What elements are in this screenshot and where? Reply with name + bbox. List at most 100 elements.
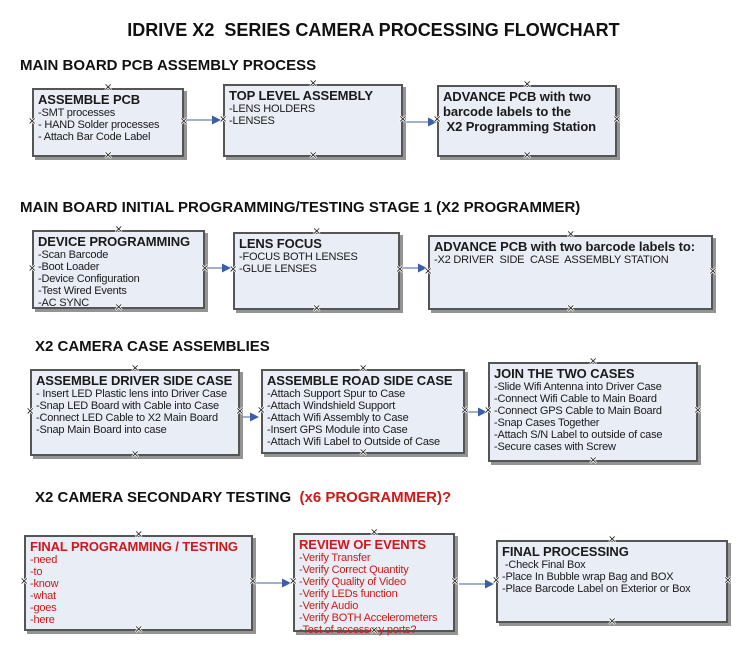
connection-handle-left[interactable]: × bbox=[229, 264, 238, 275]
connection-handle-left[interactable]: × bbox=[28, 262, 37, 274]
connection-handle-left[interactable]: × bbox=[484, 405, 493, 416]
list-item: -need bbox=[30, 554, 58, 566]
box-top-level-assembly[interactable]: TOP LEVEL ASSEMBLY -LENS HOLDERS -LENSES… bbox=[219, 79, 407, 161]
list-item: -GLUE LENSES bbox=[239, 263, 317, 275]
connection-handle-bottom[interactable]: × bbox=[589, 455, 598, 466]
connection-handle-left[interactable]: × bbox=[492, 574, 501, 586]
connection-handle-right[interactable]: × bbox=[450, 575, 459, 587]
connection-handle-right[interactable]: × bbox=[248, 576, 257, 587]
connection-handle-top[interactable]: × bbox=[359, 363, 368, 374]
connector-arrow[interactable] bbox=[459, 579, 494, 589]
connection-handle-top[interactable]: × bbox=[589, 356, 598, 367]
box-title: JOIN THE TWO CASES bbox=[494, 366, 635, 381]
connection-handle-right[interactable]: × bbox=[235, 405, 244, 417]
box-assemble-pcb[interactable]: ASSEMBLE PCB -SMT processes - HAND Solde… bbox=[28, 83, 188, 161]
connection-handle-bottom[interactable]: × bbox=[104, 150, 113, 161]
connection-handle-left[interactable]: × bbox=[433, 114, 442, 125]
connection-handle-right[interactable]: × bbox=[723, 574, 732, 586]
box-join-the-two-cases[interactable]: JOIN THE TWO CASES -Slide Wifi Antenna i… bbox=[484, 357, 702, 466]
connection-handle-top[interactable]: × bbox=[566, 229, 575, 240]
connection-handle-left[interactable]: × bbox=[26, 405, 35, 417]
arrow-head-icon bbox=[212, 115, 221, 125]
connection-handle-top[interactable]: × bbox=[134, 529, 143, 540]
box-title: DEVICE PROGRAMMING bbox=[38, 234, 191, 249]
connection-handle-top[interactable]: × bbox=[131, 363, 140, 374]
box-lens-focus[interactable]: LENS FOCUS -FOCUS BOTH LENSES -GLUE LENS… bbox=[229, 227, 404, 314]
list-item: -Attach Support Spur to Case bbox=[267, 388, 406, 400]
list-item: - Insert LED Plastic lens into Driver Ca… bbox=[36, 388, 227, 400]
connection-handle-left[interactable]: × bbox=[219, 113, 228, 125]
connection-handle-top[interactable]: × bbox=[114, 224, 123, 235]
connection-handle-top[interactable]: × bbox=[370, 527, 379, 538]
list-item: -LENS HOLDERS bbox=[229, 103, 316, 115]
connection-handle-right[interactable]: × bbox=[460, 404, 469, 416]
arrow-head-icon bbox=[428, 117, 437, 127]
box-title: LENS FOCUS bbox=[239, 236, 322, 251]
connection-handle-right[interactable]: × bbox=[693, 405, 702, 416]
connection-handle-top[interactable]: × bbox=[608, 534, 617, 545]
connection-handle-bottom[interactable]: × bbox=[608, 616, 617, 627]
connection-handle-bottom[interactable]: × bbox=[566, 303, 575, 314]
box-title: FINAL PROCESSING bbox=[502, 544, 629, 559]
box-advance-pcb-programming-station[interactable]: ADVANCE PCB with two barcode labels to t… bbox=[433, 80, 621, 161]
connection-handle-right[interactable]: × bbox=[612, 114, 621, 125]
list-item: -Secure cases with Screw bbox=[494, 441, 616, 453]
list-item: -AC SYNC bbox=[38, 297, 89, 309]
list-item: -Attach Wifi Assembly to Case bbox=[267, 412, 409, 424]
connector-arrow[interactable] bbox=[208, 263, 231, 273]
connection-handle-right[interactable]: × bbox=[708, 265, 717, 277]
section-heading-secondary-testing-red: (x6 PROGRAMMER)? bbox=[295, 489, 452, 506]
connector-arrow[interactable] bbox=[406, 117, 437, 127]
connection-handle-right[interactable]: × bbox=[395, 264, 404, 275]
connection-handle-left[interactable]: × bbox=[424, 265, 433, 277]
connection-handle-bottom[interactable]: × bbox=[359, 447, 368, 458]
section-heading-secondary-testing-black: X2 CAMERA SECONDARY TESTING bbox=[35, 489, 296, 506]
box-title: ASSEMBLE DRIVER SIDE CASE bbox=[36, 373, 233, 388]
connection-handle-bottom[interactable]: × bbox=[309, 150, 318, 161]
connection-handle-bottom[interactable]: × bbox=[134, 624, 143, 635]
connection-handle-left[interactable]: × bbox=[257, 404, 266, 416]
connector-arrow[interactable] bbox=[468, 407, 487, 417]
connection-handle-bottom[interactable]: × bbox=[131, 449, 140, 460]
box-assemble-road-side-case[interactable]: ASSEMBLE ROAD SIDE CASE -Attach Support … bbox=[257, 364, 469, 458]
connector-arrow[interactable] bbox=[243, 412, 259, 422]
box-advance-pcb-driver-side-station[interactable]: ADVANCE PCB with two barcode labels to: … bbox=[424, 230, 717, 314]
box-title: TOP LEVEL ASSEMBLY bbox=[229, 88, 373, 103]
box-title: ADVANCE PCB with two bbox=[443, 89, 591, 104]
list-item: -Snap Main Board into case bbox=[36, 424, 167, 436]
list-item: -FOCUS BOTH LENSES bbox=[239, 251, 358, 263]
box-assemble-driver-side-case[interactable]: ASSEMBLE DRIVER SIDE CASE - Insert LED P… bbox=[26, 364, 244, 460]
box-final-processing[interactable]: FINAL PROCESSING -Check Final Box -Place… bbox=[492, 535, 732, 627]
connection-handle-bottom[interactable]: × bbox=[523, 150, 532, 161]
connection-handle-top[interactable]: × bbox=[104, 82, 113, 93]
connection-handle-right[interactable]: × bbox=[200, 262, 209, 274]
connection-handle-top[interactable]: × bbox=[312, 226, 321, 237]
box-review-of-events[interactable]: REVIEW OF EVENTS -Verify Transfer -Verif… bbox=[289, 528, 459, 637]
connection-handle-top[interactable]: × bbox=[523, 79, 532, 90]
box-device-programming[interactable]: DEVICE PROGRAMMING -Scan Barcode -Boot L… bbox=[28, 225, 209, 313]
connector-arrow[interactable] bbox=[256, 578, 291, 588]
connection-handle-bottom[interactable]: × bbox=[114, 302, 123, 313]
list-item: -what bbox=[30, 590, 56, 602]
list-item: -Verify Correct Quantity bbox=[299, 564, 409, 576]
connector-arrow[interactable] bbox=[402, 263, 427, 273]
connection-handle-left[interactable]: × bbox=[20, 576, 29, 587]
connection-handle-right[interactable]: × bbox=[179, 115, 188, 127]
connection-handle-top[interactable]: × bbox=[309, 78, 318, 89]
connection-handle-left[interactable]: × bbox=[28, 115, 37, 127]
list-item: -Boot Loader bbox=[38, 261, 100, 273]
section-heading-pcb-assembly: MAIN BOARD PCB ASSEMBLY PROCESS bbox=[20, 57, 317, 74]
connection-handle-bottom[interactable]: × bbox=[370, 625, 379, 636]
connector-arrow[interactable] bbox=[187, 115, 221, 125]
connection-handle-bottom[interactable]: × bbox=[312, 303, 321, 314]
arrow-head-icon bbox=[282, 578, 291, 588]
section-heading-secondary-testing: X2 CAMERA SECONDARY TESTING (x6 PROGRAMM… bbox=[35, 489, 451, 506]
connection-handle-left[interactable]: × bbox=[289, 575, 298, 587]
list-item: -Slide Wifi Antenna into Driver Case bbox=[494, 381, 662, 393]
list-item: -Snap LED Board with Cable into Case bbox=[36, 400, 219, 412]
connection-handle-right[interactable]: × bbox=[398, 113, 407, 125]
list-item: -LENSES bbox=[229, 115, 275, 127]
box-final-programming-testing[interactable]: FINAL PROGRAMMING / TESTING -need -to -k… bbox=[20, 530, 257, 635]
